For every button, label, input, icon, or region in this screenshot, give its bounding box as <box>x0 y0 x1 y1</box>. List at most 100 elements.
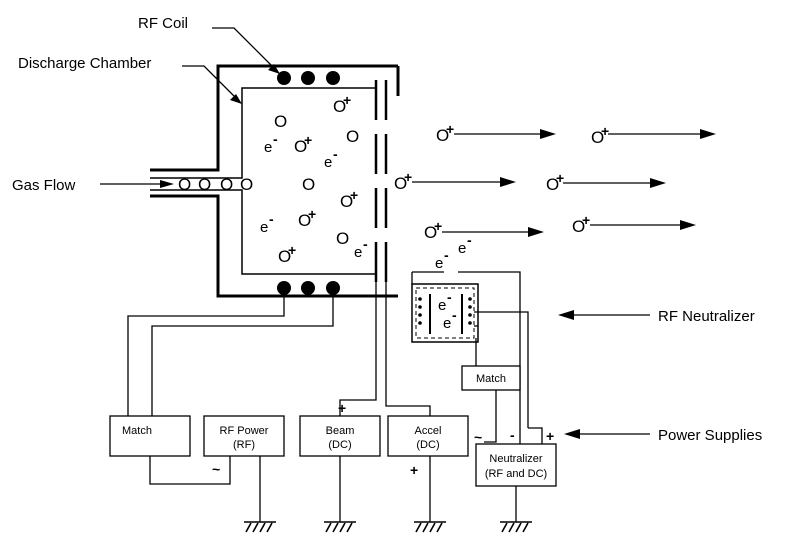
beam-sub-label: (DC) <box>328 439 351 451</box>
accel-polarity-plus: + <box>410 462 418 478</box>
ion-beam: O + O + O + O + O + O + e - e - <box>394 121 609 272</box>
beam-ion: O <box>424 223 437 242</box>
rf-neutralizer <box>411 271 529 428</box>
electron-charge: - <box>444 247 449 263</box>
gas-flow-label: Gas Flow <box>12 177 76 194</box>
ion-charge: + <box>304 132 312 148</box>
plasma-particles: O O O O O + O + O + O + O + e - e - e - … <box>260 92 368 266</box>
ground-accel <box>414 521 446 533</box>
neutral-atom: O <box>336 229 349 248</box>
rf-neutralizer-label: RF Neutralizer <box>658 308 755 325</box>
gas-flow-particles: O O O O <box>178 175 253 194</box>
match-left-label: Match <box>122 425 152 437</box>
ion-charge: + <box>582 212 590 228</box>
neutral-atom: O <box>220 175 233 194</box>
ion: O <box>333 97 346 116</box>
accel-box <box>387 415 469 457</box>
wiring <box>127 282 543 522</box>
rf-coil-bottom-3 <box>326 281 340 295</box>
neutralizer-polarity-minus: - <box>510 427 515 443</box>
electron: e <box>264 139 272 156</box>
beam-polarity-plus: + <box>338 400 346 416</box>
ion-charge: + <box>350 187 358 203</box>
ion-charge: + <box>343 92 351 108</box>
beam-ion: O <box>436 126 449 145</box>
electron-charge: - <box>467 232 472 248</box>
neutralizing-electron: e <box>458 240 466 257</box>
ion: O <box>340 192 353 211</box>
rf-power-box <box>203 415 285 457</box>
rf-coil-top-3 <box>326 71 340 85</box>
beam-label: Beam <box>326 425 355 437</box>
rf-coil <box>277 71 340 295</box>
electron: e <box>324 154 332 171</box>
ion-charge: + <box>308 206 316 222</box>
match-box-left <box>109 415 191 457</box>
rf-coil-bottom-1 <box>277 281 291 295</box>
ion-charge: + <box>434 218 442 234</box>
rf-neutralizer-arrowhead <box>558 310 574 320</box>
neutral-atom: O <box>198 175 211 194</box>
electron-charge: - <box>447 289 452 305</box>
discharge-chamber-leader <box>182 65 237 99</box>
rf-power-sub-label: (RF) <box>233 439 255 451</box>
electron-charge: - <box>269 211 274 227</box>
ground-rf-power <box>244 521 276 533</box>
neutralizer-electron: e <box>438 297 446 314</box>
grids <box>374 80 388 282</box>
neutralizer-electron: e <box>443 315 451 332</box>
rf-coil-leader-arrowhead <box>268 64 280 74</box>
electron: e <box>354 244 362 261</box>
match-box-neutralizer <box>461 365 521 391</box>
neutral-atom: O <box>346 127 359 146</box>
discharge-chamber <box>150 64 400 298</box>
rf-power-ac-symbol: ~ <box>212 461 220 477</box>
neutralizer-coil <box>418 297 472 325</box>
electron-charge: - <box>333 146 338 162</box>
discharge-chamber-label: Discharge Chamber <box>18 55 151 72</box>
ion-charge: + <box>404 169 412 185</box>
neutralizer-label: Neutralizer <box>489 453 543 465</box>
neutral-atom: O <box>178 175 191 194</box>
discharge-chamber-leader-arrowhead <box>230 94 242 104</box>
ion-charge: + <box>601 123 609 139</box>
ion: O <box>278 247 291 266</box>
neutralizer-ac-symbol: ~ <box>474 429 482 445</box>
ion: O <box>298 211 311 230</box>
neutral-atom: O <box>240 175 253 194</box>
power-supplies-label: Power Supplies <box>658 427 762 444</box>
beam-ion: O <box>572 217 585 236</box>
ion: O <box>294 137 307 156</box>
electron: e <box>260 219 268 236</box>
neutralizer-sub-label: (RF and DC) <box>485 468 547 480</box>
electron-charge: - <box>273 131 278 147</box>
accel-label: Accel <box>415 425 442 437</box>
power-supplies-arrowhead <box>564 429 580 439</box>
ground-neutralizer <box>500 521 532 533</box>
supply-boxes <box>109 365 557 487</box>
neutral-atom: O <box>302 175 315 194</box>
rf-coil-leader <box>212 27 275 69</box>
rf-coil-top-1 <box>277 71 291 85</box>
beam-ion: O <box>546 175 559 194</box>
ion-charge: + <box>288 242 296 258</box>
beam-ion: O <box>591 128 604 147</box>
accel-sub-label: (DC) <box>416 439 439 451</box>
rf-power-label: RF Power <box>220 425 269 437</box>
rf-coil-label: RF Coil <box>138 15 188 32</box>
ground-beam <box>324 521 356 533</box>
neutral-atom: O <box>274 112 287 131</box>
ion-charge: + <box>446 121 454 137</box>
neutralizing-electron: e <box>435 255 443 272</box>
electron-charge: - <box>452 307 457 323</box>
rf-coil-top-2 <box>301 71 315 85</box>
electron-charge: - <box>363 236 368 252</box>
neutralizer-polarity-plus: + <box>546 428 554 444</box>
rf-coil-bottom-2 <box>301 281 315 295</box>
gas-flow-arrowhead <box>160 180 174 188</box>
beam-ion: O <box>394 174 407 193</box>
beam-box <box>299 415 381 457</box>
ground-symbols <box>244 521 532 533</box>
